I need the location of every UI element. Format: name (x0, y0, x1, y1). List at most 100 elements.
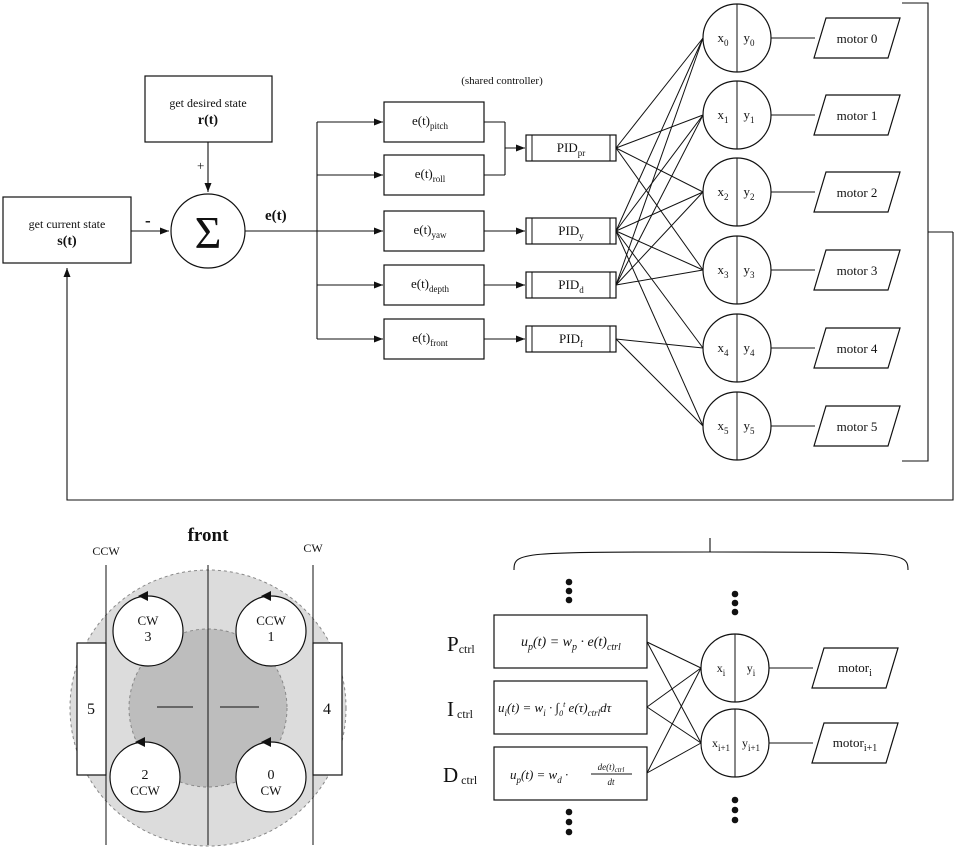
rotation-arrow-icon (138, 591, 148, 601)
error-box-pitch: e(t)pitch (317, 101, 485, 143)
side-thruster-right-label: 4 (323, 701, 331, 718)
error-label: e(t) (265, 208, 287, 224)
detail-node-y-1: yi+1 (742, 736, 760, 753)
minus-sign: - (145, 211, 151, 230)
shared-controller-label: (shared controller) (461, 75, 543, 87)
error-box-yaw: e(t)yaw (317, 210, 485, 252)
connection-line (615, 114, 704, 232)
detail-node-1: xi+1 yi+1 (700, 708, 813, 778)
detail-node-x-1: xi+1 (712, 736, 730, 753)
ellipsis-dot (565, 587, 573, 595)
connection-line (615, 114, 704, 149)
node-x-0: x0 (718, 30, 730, 48)
propeller-dir-2: CCW (130, 783, 160, 798)
connection-line (615, 269, 704, 286)
detail-motor-label-1: motori+1 (833, 735, 877, 754)
propeller-num-0: 0 (268, 768, 275, 783)
right-bracket (902, 2, 929, 462)
current-state-symbol: s(t) (57, 234, 77, 249)
ellipsis-dot (731, 608, 739, 616)
pid-box-d: PIDd (484, 271, 617, 299)
p-controller: up(t) = wp · e(t)ctrl (493, 614, 648, 669)
propeller-num-2: 2 (142, 768, 149, 783)
detail-motor-1: motori+1 (811, 722, 899, 764)
svg-text:up(t) = wp · e(t)ctrl: up(t) = wp · e(t)ctrl (521, 635, 621, 653)
motor-5: motor 5 (813, 405, 901, 447)
connection-line (615, 191, 704, 232)
current-state-box: get current state s(t) (2, 196, 132, 264)
ellipsis-dot (731, 599, 739, 607)
rotation-arrow-icon (261, 591, 271, 601)
connection-line (615, 37, 704, 149)
current-state-label: get current state (29, 217, 106, 231)
pid-box-y: PIDy (484, 217, 617, 245)
connection-line (615, 114, 704, 286)
propeller-num-1: 1 (268, 630, 275, 645)
ellipsis-dot (731, 816, 739, 824)
pid-box-pr: PIDpr (525, 134, 617, 162)
ellipsis-dot (731, 796, 739, 804)
svg-text:ui(t) = wi · ∫0t e(τ)ctrldτ: ui(t) = wi · ∫0t e(τ)ctrldτ (498, 700, 613, 718)
detail-lines (646, 641, 702, 774)
svg-text:dt: dt (607, 777, 615, 787)
error-label-roll: e(t)roll (415, 166, 446, 184)
error-label-depth: e(t)depth (411, 276, 450, 294)
motor-label-4: motor 4 (837, 341, 878, 356)
error-label-yaw: e(t)yaw (413, 222, 447, 240)
propeller-dir-3: CW (138, 613, 160, 628)
motor-0: motor 0 (813, 17, 901, 59)
front-title: front (188, 525, 229, 546)
d-controller: up(t) = wd · de(t)ctrl dt (493, 746, 648, 801)
error-box-depth: e(t)depth (317, 264, 485, 306)
i-controller: ui(t) = wi · ∫0t e(τ)ctrldτ (493, 680, 648, 735)
connection-line (615, 230, 704, 271)
node-x-5: x5 (718, 418, 730, 436)
motor-1: motor 1 (813, 94, 901, 136)
pid-box-f: PIDf (484, 325, 617, 353)
ellipsis-dot (565, 596, 573, 604)
side-thruster-right (312, 642, 343, 776)
cw-label: CW (303, 541, 323, 555)
plus-sign: + (197, 158, 204, 173)
motor-label-1: motor 1 (837, 108, 878, 123)
node-x-4: x4 (718, 340, 730, 358)
detail-brace (513, 538, 909, 571)
connection-line (615, 147, 704, 271)
propeller-dir-0: CW (261, 783, 283, 798)
ellipsis-dot (731, 590, 739, 598)
motor-label-3: motor 3 (837, 263, 878, 278)
node-0: x0 y0 (702, 3, 815, 73)
p-label: Pctrl (447, 632, 475, 656)
desired-state-box: get desired state r(t) (144, 75, 273, 143)
node-x-3: x3 (718, 262, 730, 280)
motor-label-0: motor 0 (837, 31, 878, 46)
error-label-front: e(t)front (412, 330, 448, 348)
ellipsis-dot (565, 578, 573, 586)
detail-motor-0: motori (811, 647, 899, 689)
rotation-arrow-icon (135, 737, 145, 747)
node-y-4: y4 (744, 340, 756, 358)
node-y-0: y0 (744, 30, 756, 48)
connection-line (615, 37, 704, 232)
motor-label-2: motor 2 (837, 185, 878, 200)
node-y-2: y2 (744, 184, 755, 202)
error-label-pitch: e(t)pitch (412, 113, 449, 131)
ccw-label: CCW (92, 544, 120, 558)
propeller-0: 0CW (235, 737, 307, 813)
desired-state-symbol: r(t) (198, 113, 219, 128)
ellipsis-dot (731, 806, 739, 814)
connection-line (615, 230, 704, 349)
detail-node-y-0: yi (747, 661, 756, 678)
connection-line (615, 37, 704, 286)
feedback-path (63, 232, 954, 501)
